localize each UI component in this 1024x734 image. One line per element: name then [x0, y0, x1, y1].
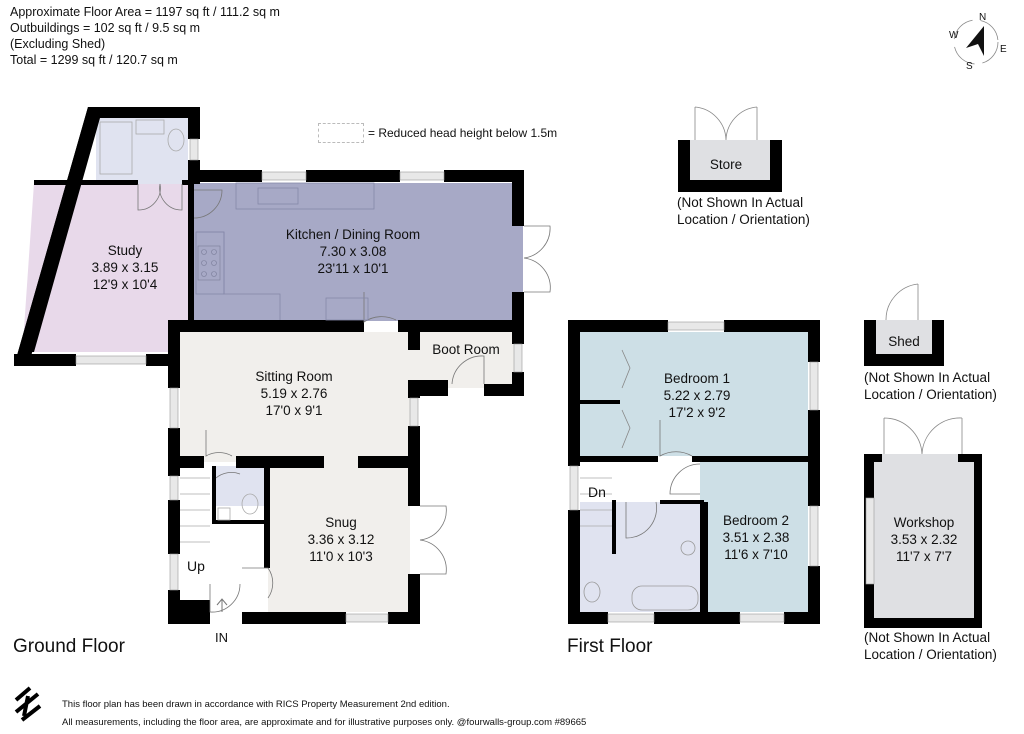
- room-kitchen-dining: Kitchen / Dining Room 7.30 x 3.08 23'11 …: [286, 226, 420, 277]
- footer-rics-line: This floor plan has been drawn in accord…: [62, 699, 450, 710]
- fourwalls-logo-icon: [14, 686, 42, 722]
- shed-note: (Not Shown In Actual Location / Orientat…: [864, 369, 997, 403]
- note-line: Location / Orientation): [864, 647, 997, 662]
- first-windows: [569, 321, 819, 623]
- room-metric: 5.22 x 2.79: [663, 388, 731, 403]
- footer-measurements-line: All measurements, including the floor ar…: [62, 717, 587, 728]
- wc-area: [216, 466, 268, 506]
- room-sitting-room: Sitting Room 5.19 x 2.76 17'0 x 9'1: [255, 368, 332, 419]
- legend: = Reduced head height below 1.5m: [318, 123, 557, 143]
- room-name: Shed: [888, 334, 920, 349]
- room-shed: Shed: [888, 333, 920, 350]
- room-metric: 7.30 x 3.08: [319, 244, 387, 259]
- hob-icon: [197, 245, 221, 281]
- room-store: Store: [710, 156, 742, 173]
- workshop-plan: [864, 417, 982, 628]
- reduced-height-swatch: [318, 123, 364, 143]
- floor-area-line: Approximate Floor Area = 1197 sq ft / 11…: [10, 5, 280, 19]
- entrance-label: IN: [215, 630, 228, 645]
- store-note: (Not Shown In Actual Location / Orientat…: [677, 194, 810, 228]
- room-name: Boot Room: [432, 342, 500, 357]
- room-workshop: Workshop 3.53 x 2.32 11'7 x 7'7: [891, 514, 958, 565]
- stairs-down-label: Dn: [588, 484, 606, 500]
- first-doors: [580, 349, 701, 611]
- first-walls: [568, 320, 820, 624]
- bathroom-area: [580, 502, 710, 612]
- bedroom-1-area: [580, 332, 808, 456]
- note-line: Location / Orientation): [677, 212, 810, 227]
- first-floor-title: First Floor: [567, 636, 653, 657]
- room-imperial: 11'7 x 7'7: [896, 549, 952, 564]
- room-imperial: 17'2 x 9'2: [668, 405, 726, 420]
- compass-north: N: [979, 12, 987, 23]
- note-line: (Not Shown In Actual: [677, 195, 804, 210]
- compass-south: S: [966, 61, 973, 72]
- workshop-note: (Not Shown In Actual Location / Orientat…: [864, 629, 997, 663]
- room-name: Store: [709, 157, 743, 172]
- room-metric: 3.53 x 2.32: [890, 532, 958, 547]
- footer-disclaimer: This floor plan has been drawn in accord…: [62, 696, 586, 732]
- ground-windows: [75, 138, 523, 623]
- room-name: Bedroom 1: [663, 371, 731, 386]
- room-imperial: 12'9 x 10'4: [92, 277, 158, 292]
- note-line: Location / Orientation): [864, 387, 997, 402]
- ground-doors: [99, 119, 551, 613]
- room-study: Study 3.89 x 3.15 12'9 x 10'4: [92, 242, 159, 293]
- ground-floor-title: Ground Floor: [13, 636, 125, 657]
- room-name: Sitting Room: [255, 369, 333, 384]
- room-name: Kitchen / Dining Room: [285, 227, 421, 242]
- ensuite-area: [96, 118, 188, 184]
- note-line: (Not Shown In Actual: [864, 370, 991, 385]
- outbuildings-line: Outbuildings = 102 sq ft / 9.5 sq m: [10, 21, 201, 35]
- excluding-shed-line: (Excluding Shed): [10, 37, 106, 51]
- note-line: (Not Shown In Actual: [864, 630, 991, 645]
- room-metric: 5.19 x 2.76: [260, 386, 328, 401]
- room-imperial: 17'0 x 9'1: [265, 403, 323, 418]
- total-area-line: Total = 1299 sq ft / 120.7 sq m: [10, 53, 178, 67]
- bedroom-2-area: [700, 462, 808, 612]
- ground-walls: [14, 107, 524, 624]
- compass-icon: [953, 19, 999, 65]
- room-boot-room: Boot Room: [432, 341, 500, 358]
- snug-area: [268, 462, 410, 612]
- room-name: Bedroom 2: [722, 513, 790, 528]
- room-snug: Snug 3.36 x 3.12 11'0 x 10'3: [308, 514, 375, 565]
- room-bedroom-1: Bedroom 1 5.22 x 2.79 17'2 x 9'2: [664, 370, 731, 421]
- ground-floor-plan: [14, 107, 551, 624]
- compass-west: W: [949, 30, 959, 41]
- area-summary: Approximate Floor Area = 1197 sq ft / 11…: [10, 4, 280, 68]
- compass-east: E: [1000, 44, 1007, 55]
- room-name: Workshop: [893, 515, 955, 530]
- sitting-room-area: [180, 332, 410, 462]
- entrance-arrow-icon: [216, 598, 228, 612]
- store-plan: [678, 106, 782, 192]
- stairs-up-label: Up: [187, 558, 205, 574]
- room-name: Study: [107, 243, 143, 258]
- room-imperial: 11'0 x 10'3: [309, 549, 373, 564]
- boot-room-area: [410, 332, 520, 388]
- room-imperial: 23'11 x 10'1: [317, 261, 389, 276]
- first-floor-plan: [568, 320, 820, 624]
- room-imperial: 11'6 x 7'10: [724, 547, 788, 562]
- room-name: Snug: [325, 515, 357, 530]
- room-bedroom-2: Bedroom 2 3.51 x 2.38 11'6 x 7'10: [723, 512, 790, 563]
- shed-plan: [864, 283, 944, 366]
- legend-label: = Reduced head height below 1.5m: [368, 126, 558, 140]
- room-metric: 3.89 x 3.15: [91, 260, 159, 275]
- room-metric: 3.36 x 3.12: [307, 532, 375, 547]
- room-metric: 3.51 x 2.38: [722, 530, 790, 545]
